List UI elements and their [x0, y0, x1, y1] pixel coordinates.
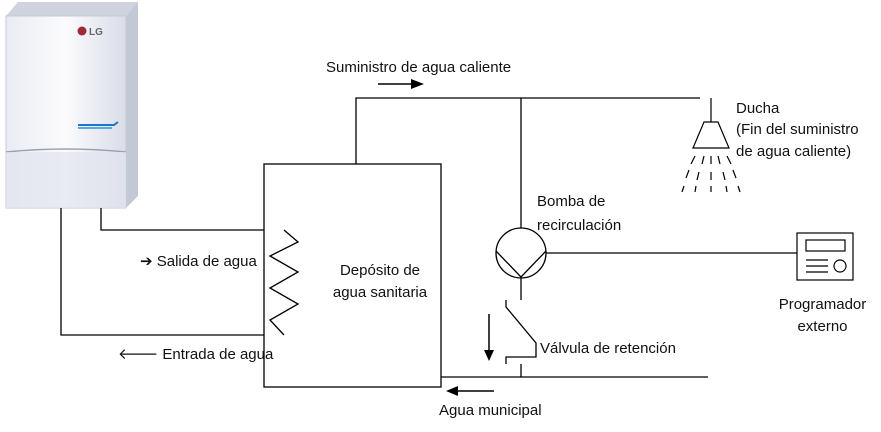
check-valve-label: Válvula de retención [540, 340, 676, 357]
shower-note-line2: de agua caliente) [736, 143, 852, 160]
shower-note-line1: (Fin del suministro [736, 121, 859, 138]
arrow-right-icon: ➔ [140, 253, 153, 270]
dhw-tank [263, 163, 442, 388]
arrow-left-icon: 🡐 [118, 346, 159, 363]
heating-coil [268, 229, 300, 336]
brand-logo-text: LG [89, 27, 103, 38]
unit-outlet-pipe [100, 208, 284, 231]
shower-icon [681, 98, 741, 193]
water-inlet-text: Entrada de agua [162, 346, 274, 363]
shower-label: Ducha [736, 100, 780, 117]
pump-label-line2: recirculación [537, 217, 622, 234]
water-inlet-label: 🡐 Entrada de agua [118, 346, 273, 364]
water-outlet-text: Salida de agua [156, 253, 257, 270]
external-timer-icon [796, 232, 854, 281]
flow-arrow-down-icon [484, 314, 494, 361]
brand-logo-icon [77, 26, 87, 36]
tank-label-line1: Depósito de [339, 262, 421, 279]
timer-label-line2: externo [797, 318, 848, 335]
city-water-label: Agua municipal [439, 402, 542, 419]
flow-arrow-right-icon [378, 79, 424, 89]
water-outlet-label: ➔ Salida de agua [140, 253, 257, 271]
hot-water-pipe [355, 97, 700, 164]
flow-arrow-left-icon [446, 386, 494, 396]
tank-label-line2: agua sanitaria [332, 284, 428, 301]
unit-inlet-pipe [60, 208, 284, 336]
check-valve-icon [505, 300, 537, 364]
pump-label-line1: Bomba de [537, 193, 606, 210]
indoor-unit: LG [5, 2, 138, 209]
hot-water-supply-label: Suministro de agua caliente [326, 59, 512, 76]
timer-label-line1: Programador [778, 296, 867, 313]
pump-icon [495, 227, 547, 279]
